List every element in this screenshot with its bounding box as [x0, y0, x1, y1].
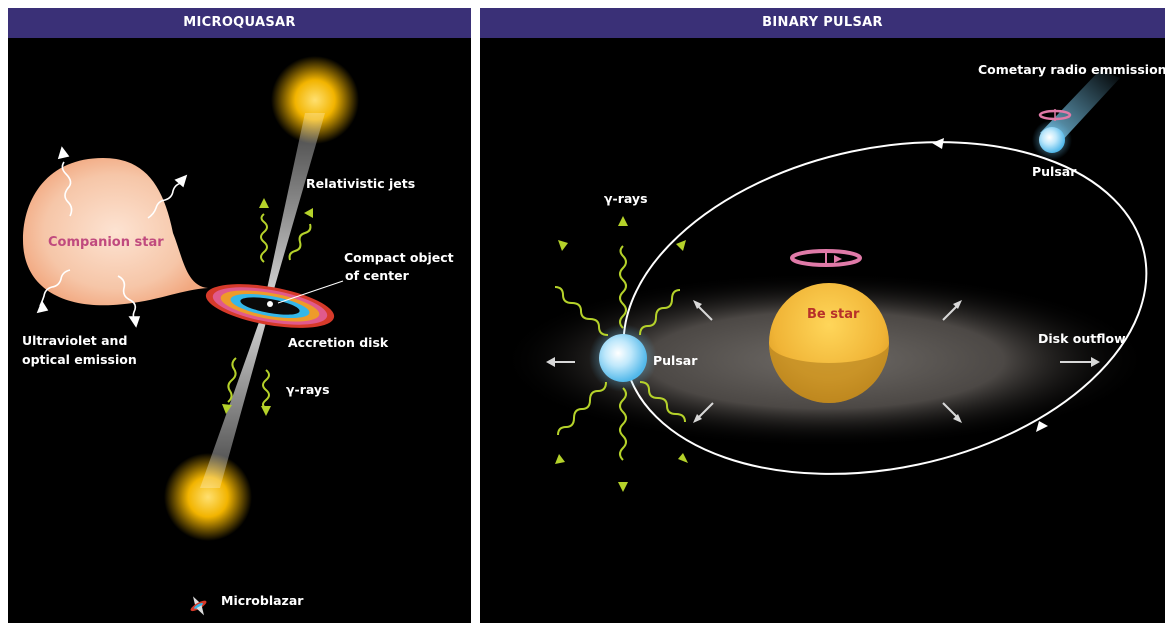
uv-emission-label-1: Ultraviolet and: [22, 333, 127, 348]
accretion-disk-label: Accretion disk: [288, 335, 389, 350]
be-star-rotation-icon: [790, 249, 862, 267]
arrow-head-icon: [546, 357, 555, 367]
gamma-ray-arrow: [260, 213, 268, 263]
microquasar-diagram: Companion star Relativistic jets Compact…: [22, 56, 454, 616]
gamma-rays-label: γ-rays: [286, 382, 330, 397]
be-star-shadow: [769, 343, 889, 403]
arrow-head-icon: [678, 453, 688, 463]
gamma-ray-arrow: [619, 387, 627, 461]
arrow-head-icon: [618, 216, 628, 226]
arrow-head-icon: [304, 208, 313, 218]
uv-emission-label-2: optical emission: [22, 352, 137, 367]
arrow-head-icon: [261, 406, 271, 416]
uv-emission-arrow: [61, 161, 73, 217]
compact-object-label-2: of center: [345, 268, 410, 283]
binary-pulsar-diagram: Cometary radio emmission Pulsar γ-rays B…: [500, 62, 1165, 492]
lower-jet-blob: [164, 453, 252, 541]
gamma-ray-arrow: [262, 369, 270, 409]
compact-object-pointer: [277, 280, 344, 304]
outflow-arrow: [942, 402, 959, 419]
gamma-ray-arrow: [639, 289, 681, 336]
arrow-head-icon: [618, 482, 628, 492]
arrow-head-icon: [259, 198, 269, 208]
gamma-ray-arrow: [227, 357, 237, 403]
binary-pulsar-panel: BINARY PULSAR: [480, 8, 1165, 623]
gamma-rays-label: γ-rays: [604, 191, 648, 206]
arrow-head-icon: [174, 174, 188, 188]
pulsar-left-label: Pulsar: [653, 353, 698, 368]
upper-jet-blob: [271, 56, 359, 144]
arrow-head-icon: [1091, 357, 1100, 367]
arrow-head-icon: [558, 240, 568, 251]
disk-outflow-label: Disk outflow: [1038, 331, 1126, 346]
compact-object: [267, 301, 273, 307]
arrow-head-icon: [676, 240, 686, 251]
arrow-head-icon: [222, 404, 232, 414]
gamma-ray-arrow: [557, 381, 607, 436]
outflow-arrow: [942, 304, 959, 321]
outflow-arrow: [697, 402, 714, 419]
pulsar-top-rotation-icon: [1038, 109, 1072, 121]
uv-emission-arrow: [147, 182, 183, 219]
pulsar-left: [599, 334, 647, 382]
microquasar-title: MICROQUASAR: [8, 8, 471, 38]
arrow-head-icon: [953, 414, 962, 423]
gamma-ray-arrow: [288, 223, 312, 261]
pulsar-top-label: Pulsar: [1032, 164, 1077, 179]
arrow-head-icon: [693, 414, 702, 423]
companion-star-label: Companion star: [48, 235, 164, 250]
companion-star: [23, 158, 208, 306]
relativistic-jets-label: Relativistic jets: [306, 176, 415, 191]
microblazar-icon: [190, 596, 207, 616]
uv-emission-arrow: [39, 269, 71, 307]
arrow-head-icon: [128, 316, 141, 328]
upper-relativistic-jet: [264, 113, 325, 303]
arrow-head-icon: [36, 300, 49, 314]
arrow-head-icon: [555, 454, 565, 464]
gamma-ray-arrow: [619, 245, 627, 329]
cometary-emission-label: Cometary radio emmission: [978, 62, 1165, 77]
arrow-head-icon: [953, 300, 962, 309]
microquasar-panel: MICROQUASAR: [8, 8, 471, 623]
lower-relativistic-jet: [200, 308, 270, 488]
outflow-arrow: [696, 304, 713, 321]
arrow-head-icon: [57, 146, 70, 160]
pulsar-top: [1039, 127, 1065, 153]
orbit-arrow-icon: [1036, 421, 1048, 432]
uv-emission-arrow: [117, 275, 137, 321]
arrow-head-icon: [693, 300, 702, 309]
gamma-ray-arrow: [554, 286, 609, 336]
gamma-ray-arrow: [639, 381, 686, 423]
orbit-arrow-icon: [932, 138, 944, 149]
microblazar-label: Microblazar: [221, 593, 304, 608]
be-star-label: Be star: [807, 307, 860, 322]
compact-object-label-1: Compact object: [344, 250, 454, 265]
binary-pulsar-title: BINARY PULSAR: [480, 8, 1165, 38]
